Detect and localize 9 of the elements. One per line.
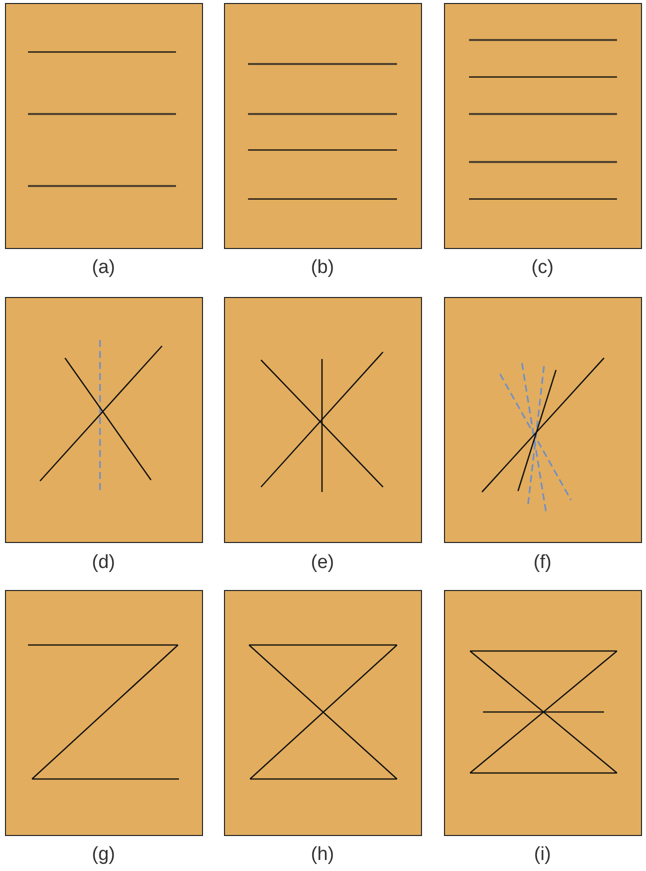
panel-label: (b) xyxy=(310,257,336,279)
panel-label: (d) xyxy=(90,552,116,574)
panel-label: (a) xyxy=(90,257,116,279)
panel-label: (g) xyxy=(90,844,116,866)
panel-label: (f) xyxy=(532,552,552,574)
panel-label: (i) xyxy=(533,844,552,866)
panel-label: (h) xyxy=(310,844,336,866)
panel-label: (c) xyxy=(530,257,555,279)
panel-label: (e) xyxy=(310,552,336,574)
